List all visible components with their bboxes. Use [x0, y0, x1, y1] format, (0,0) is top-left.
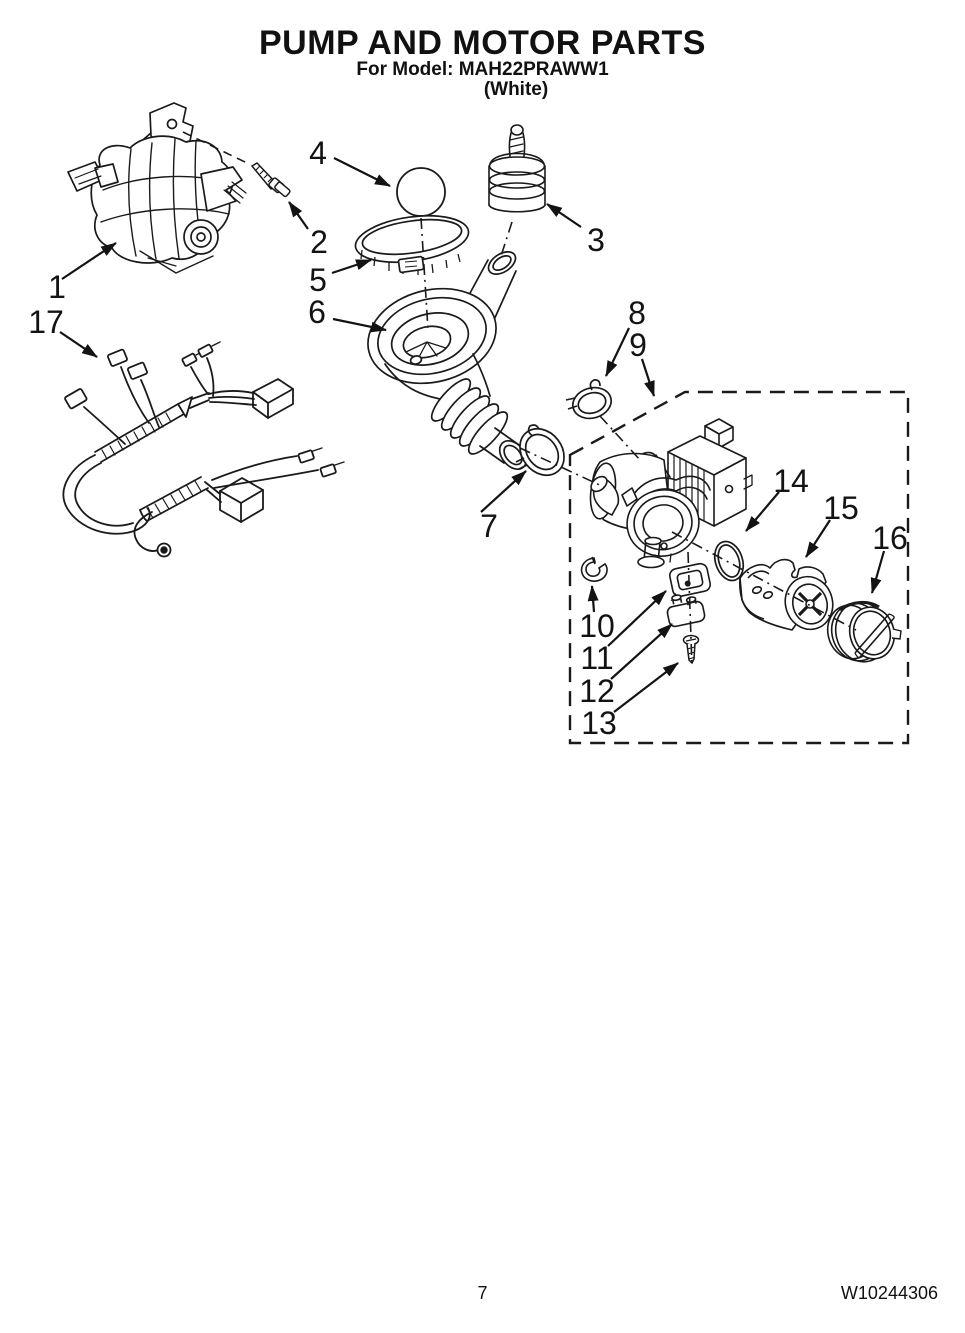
page-number: 7: [477, 1283, 488, 1303]
callout-6: 6: [308, 294, 326, 330]
arrow-7: [480, 470, 527, 513]
page-title: PUMP AND MOTOR PARTS: [259, 24, 706, 62]
arrow-2: [288, 201, 309, 230]
arrow-1: [61, 242, 117, 280]
callout-5: 5: [309, 262, 327, 298]
filter-cap-drawing: [826, 601, 902, 663]
clip-drawing: [580, 556, 608, 582]
dispenser-ball-drawing: [396, 167, 446, 217]
arrow-10: [587, 585, 599, 613]
callout-7: 7: [480, 508, 498, 544]
arrow-15: [805, 519, 831, 558]
wire-harness-drawing: [62, 341, 345, 558]
mounting-screw-drawing: [251, 162, 291, 198]
arrow-5: [331, 258, 372, 275]
air-dome-drawing: [488, 124, 546, 213]
callout-14: 14: [773, 463, 809, 499]
spring-clamp-8-drawing: [565, 379, 613, 420]
callout-3: 3: [587, 222, 605, 258]
arrow-16: [870, 550, 886, 594]
arrow-14: [745, 491, 780, 532]
callout-11: 11: [580, 640, 613, 676]
drive-motor-drawing: [67, 102, 247, 274]
callout-13: 13: [581, 705, 617, 741]
callout-numbers: 1 2 3 4 5 6 7 8 9 10 11 12 13 14 15 16 1…: [28, 135, 908, 741]
arrow-13: [613, 662, 679, 713]
o-ring-drawing: [713, 540, 745, 582]
arrow-11: [607, 590, 667, 647]
arrow-4: [333, 157, 391, 187]
callout-4: 4: [309, 135, 327, 171]
arrow-6: [332, 317, 387, 333]
callout-2: 2: [310, 224, 328, 260]
callout-arrows: [59, 157, 886, 713]
exploded-axis-lines: [182, 131, 857, 668]
arrow-9: [640, 358, 656, 397]
arrow-17: [59, 331, 98, 358]
callout-9: 9: [629, 327, 647, 363]
hose-clamp-drawing: [354, 214, 470, 275]
document-number: W10244306: [840, 1283, 938, 1303]
arrow-12: [610, 623, 673, 680]
mount-plate-drawing: [666, 594, 706, 628]
callout-1: 1: [48, 269, 66, 305]
tub-to-pump-hose-drawing: [367, 251, 528, 470]
model-line: For Model: MAH22PRAWW1: [356, 59, 609, 80]
callout-17: 17: [28, 304, 64, 340]
pump-kit-dashed-box: [568, 390, 910, 745]
filter-trap-drawing: [739, 558, 834, 631]
callout-12: 12: [579, 673, 615, 709]
callout-15: 15: [823, 490, 859, 526]
callout-16: 16: [872, 520, 908, 556]
arrow-8: [605, 327, 630, 377]
drain-pump-assembly-drawing: [589, 418, 753, 569]
callout-8: 8: [628, 295, 646, 331]
color-line: (White): [483, 79, 549, 100]
callout-10: 10: [579, 608, 615, 644]
spring-clamp-7-drawing: [515, 424, 565, 477]
arrow-3: [546, 203, 582, 228]
